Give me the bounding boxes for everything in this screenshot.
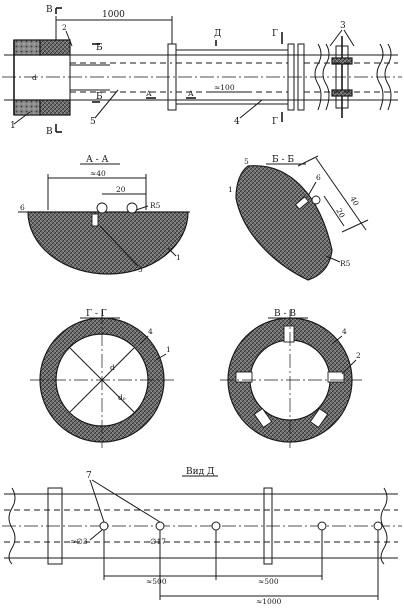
sec-b-bottom: Б [96, 92, 103, 102]
sec-g-top: Г [272, 29, 278, 39]
section-v-v: В - В 4 2 [220, 309, 362, 448]
sec-v-bottom: В [46, 127, 53, 137]
aa-label-6: 6 [20, 203, 25, 212]
label-d: d [32, 73, 37, 82]
dim-1000-top: 1000 [102, 10, 125, 20]
dim-100: ≈100 [214, 83, 235, 92]
label-5: 5 [90, 117, 96, 127]
view-d-label-7: 7 [86, 471, 92, 481]
bb-label-6: 6 [316, 173, 321, 182]
bb-dim-20: 20 [334, 207, 347, 220]
label-2: 2 [62, 23, 67, 32]
vv-label-4: 4 [342, 327, 347, 336]
gg-label-1: 1 [166, 345, 171, 354]
vv-label-2: 2 [356, 351, 361, 360]
section-a-a: А - А ≈40 20 R5 6 5 1 [18, 155, 190, 275]
view-d-hole-17: ∅17 [150, 537, 166, 546]
sec-d: Д [214, 29, 221, 39]
sec-a-left: А [146, 89, 152, 98]
label-4: 4 [234, 117, 240, 127]
view-d-hole-3: ≈∅3 [70, 537, 88, 546]
section-title-bb: Б - Б [272, 155, 294, 165]
section-title-gg: Г - Г [86, 309, 107, 319]
view-d-dim-500-b: ≈500 [258, 577, 279, 586]
section-title-vv: В - В [274, 309, 296, 319]
gg-d-out: dₒ [118, 393, 126, 402]
sec-b-top: Б [96, 43, 103, 53]
section-title-aa: А - А [86, 155, 109, 165]
gg-d: d [110, 363, 115, 372]
view-d: Вид Д 7 ≈∅3 ∅17 ≈500 ≈500 ≈1000 [2, 467, 402, 606]
aa-label-1: 1 [176, 253, 181, 262]
view-d-dim-500-a: ≈500 [146, 577, 167, 586]
bb-dim-40: 40 [348, 195, 361, 208]
top-longitudinal-view: 1000 ≈100 В В 2 Б Б А А Д Г Г 3 1 5 4 [2, 5, 402, 137]
aa-label-5: 5 [138, 265, 143, 274]
sec-g-bottom: Г [272, 117, 278, 127]
view-d-dim-1000: ≈1000 [256, 597, 282, 606]
section-g-g: Г - Г d dₒ 4 1 [30, 309, 174, 448]
sec-a-right: А [188, 89, 194, 98]
aa-dim-40: ≈40 [90, 169, 106, 178]
label-3: 3 [340, 21, 346, 31]
section-b-b: Б - Б 40 20 5 1 6 R5 [228, 155, 369, 281]
sec-v-top: В [46, 5, 53, 15]
view-d-title: Вид Д [186, 467, 214, 477]
bb-label-5: 5 [244, 157, 249, 166]
aa-r5: R5 [150, 201, 161, 210]
gg-label-4: 4 [148, 327, 153, 336]
aa-dim-20: 20 [116, 185, 126, 194]
label-1: 1 [10, 121, 16, 131]
bb-r5: R5 [340, 259, 351, 268]
bb-label-1: 1 [228, 185, 233, 194]
